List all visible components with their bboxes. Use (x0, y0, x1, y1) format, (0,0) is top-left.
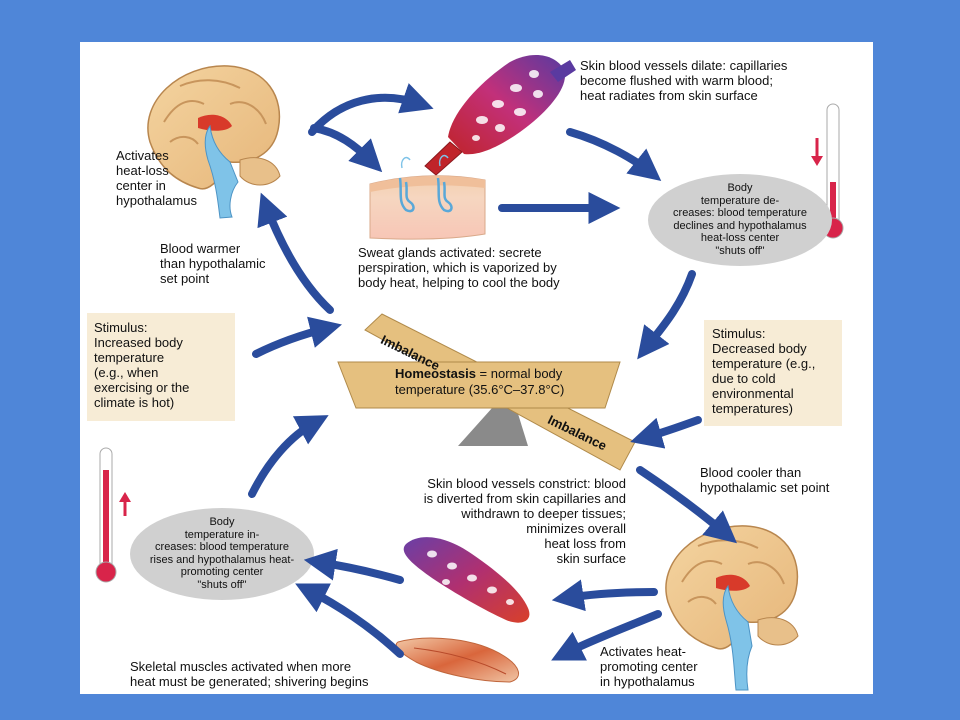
muscle-icon (395, 637, 519, 683)
brain-icon (147, 65, 281, 219)
stimulus-decrease-label: Stimulus: Decreased body temperature (e.… (712, 326, 816, 416)
blood-warmer-label: Blood warmer than hypothalamic set point (160, 241, 266, 286)
heat-loss-center-label: Activates heat-loss center in hypothalam… (116, 148, 197, 208)
sweat-glands-label: Sweat glands activated: secrete perspira… (358, 245, 560, 290)
diagram-artwork (95, 55, 844, 691)
temperature-increase-ellipse (130, 508, 314, 600)
brain-icon (665, 525, 799, 691)
vessels-constrict-label: Skin blood vessels constrict: blood is d… (423, 476, 626, 566)
skin-sweat-gland-icon (369, 154, 486, 240)
heat-promoting-center-label: Activates heat- promoting center in hypo… (600, 644, 698, 689)
vessels-dilate-label: Skin blood vessels dilate: capillaries b… (580, 58, 788, 103)
temperature-decrease-ellipse (648, 174, 832, 266)
homeostasis-definition: = normal body (475, 366, 563, 381)
homeostasis-range-label: temperature (35.6°C–37.8°C) (395, 382, 565, 397)
temperature-decrease-label: Body temperature de- creases: blood temp… (673, 182, 807, 257)
thermometer-icon (95, 447, 131, 583)
blood-vessel-icon (424, 55, 576, 176)
stimulus-box-increase (87, 313, 235, 421)
thermoregulation-diagram: Activates heat-loss center in hypothalam… (80, 42, 873, 694)
stimulus-increase-label: Stimulus: Increased body temperature (e.… (94, 320, 190, 410)
temperature-increase-label: Body temperature in- creases: blood temp… (149, 516, 295, 591)
skeletal-muscles-label: Skeletal muscles activated when more hea… (130, 659, 369, 689)
blood-vessel-icon (403, 537, 530, 623)
homeostasis-term: Homeostasis (395, 366, 476, 381)
homeostasis-label: Homeostasis = normal body (395, 366, 562, 381)
seesaw-icon (337, 313, 636, 471)
blood-cooler-label: Blood cooler than hypothalamic set point (700, 465, 830, 495)
stimulus-box-decrease (704, 320, 842, 426)
